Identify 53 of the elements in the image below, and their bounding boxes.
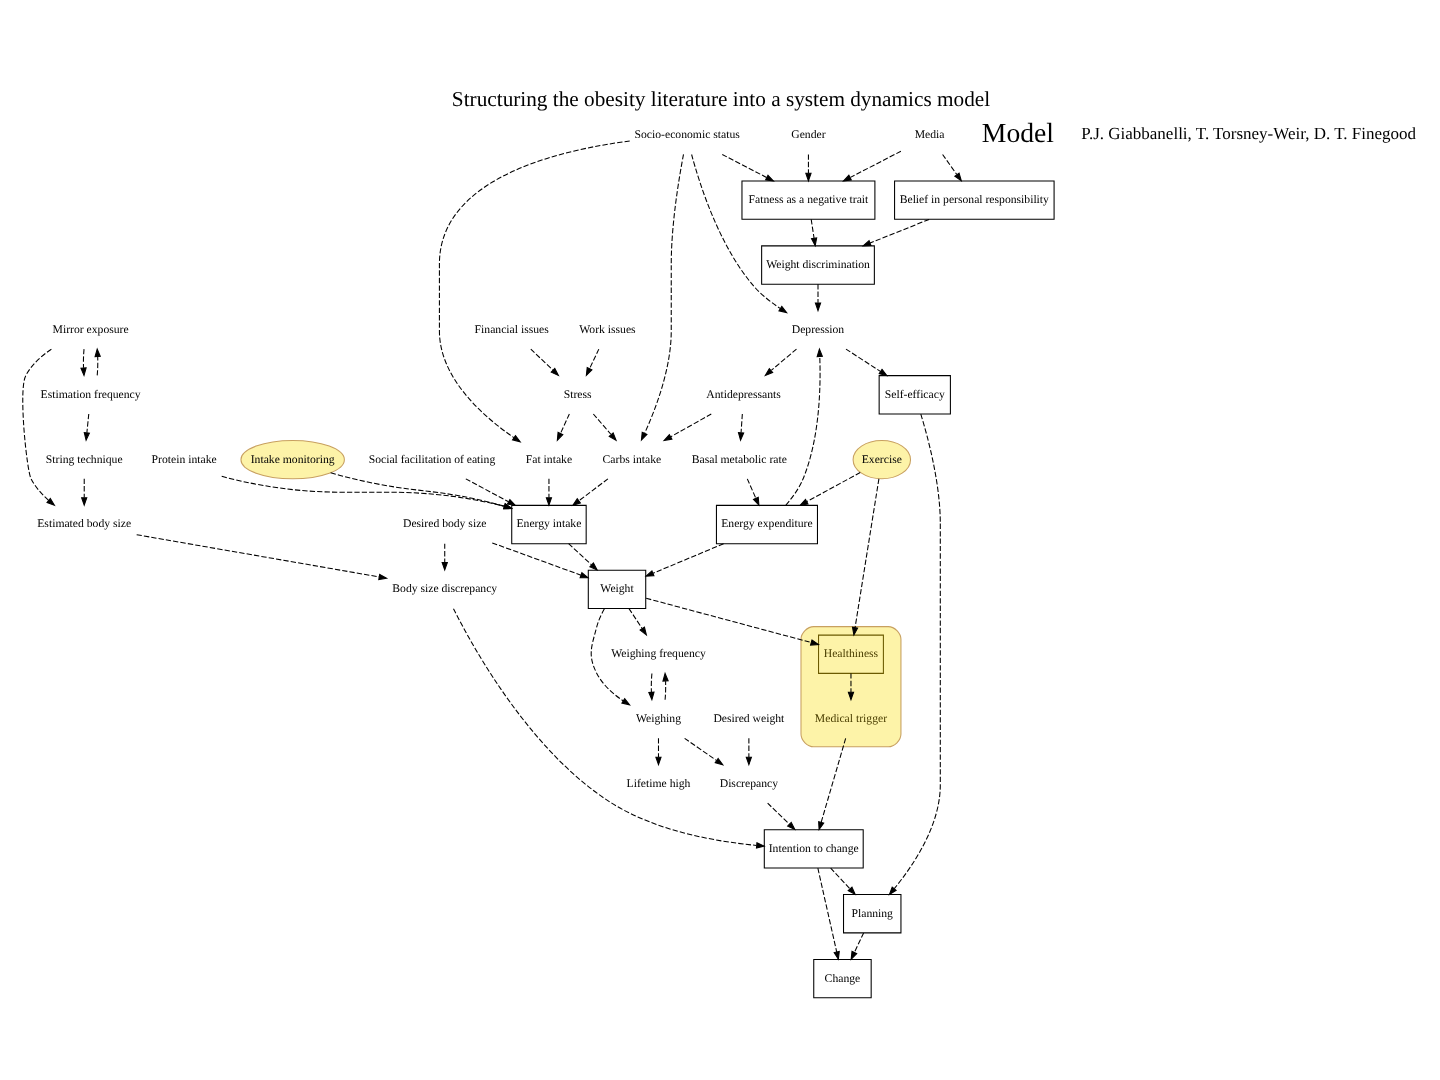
arrow <box>529 347 559 376</box>
arrow <box>644 596 819 645</box>
arrow <box>570 477 608 506</box>
arrow <box>690 152 787 313</box>
arrow <box>846 671 854 701</box>
arrow <box>451 607 765 848</box>
arrow <box>844 347 888 376</box>
arrow <box>639 152 684 441</box>
arrow <box>763 347 796 376</box>
arrow <box>797 471 860 506</box>
arrow <box>736 412 744 441</box>
arrow <box>813 282 821 312</box>
arrow <box>79 347 86 376</box>
arrow <box>79 477 87 506</box>
arrow <box>887 412 940 895</box>
arrow <box>766 801 795 830</box>
label: P.J. Giabbanelli, T. Torsney-Weir, D. T. Finegood <box>1080 122 1416 143</box>
arrow <box>627 607 647 636</box>
arrow <box>440 542 448 571</box>
arrow <box>654 736 661 766</box>
arrow <box>591 412 617 441</box>
diagram-title: Structuring the obesity literature into a system dynamics model <box>450 88 990 111</box>
arrow <box>661 412 711 441</box>
arrow <box>784 346 823 505</box>
arrow <box>941 153 962 182</box>
arrow <box>555 412 569 441</box>
arrow <box>860 217 929 246</box>
arrow <box>829 866 856 895</box>
arrow <box>464 477 516 506</box>
arrow <box>437 139 630 442</box>
arrow <box>744 736 752 766</box>
arrow <box>82 412 90 441</box>
arrow <box>584 347 599 376</box>
arrow <box>135 533 388 580</box>
arrow <box>809 217 817 247</box>
arrow <box>804 153 811 182</box>
arrow <box>21 347 55 506</box>
arrow <box>589 607 630 705</box>
arrow <box>720 153 774 181</box>
arrow <box>647 671 654 701</box>
arrow <box>490 541 589 578</box>
arrow <box>849 931 864 960</box>
arrow <box>850 477 879 636</box>
arrow <box>745 477 759 506</box>
arrow <box>544 477 552 506</box>
arrow <box>841 149 901 181</box>
arrow <box>643 542 724 576</box>
arrow <box>661 670 668 700</box>
label: Model <box>980 117 1053 147</box>
arrow <box>567 542 598 571</box>
arrow <box>93 346 101 375</box>
arrow <box>816 866 839 960</box>
arrow <box>683 736 724 765</box>
